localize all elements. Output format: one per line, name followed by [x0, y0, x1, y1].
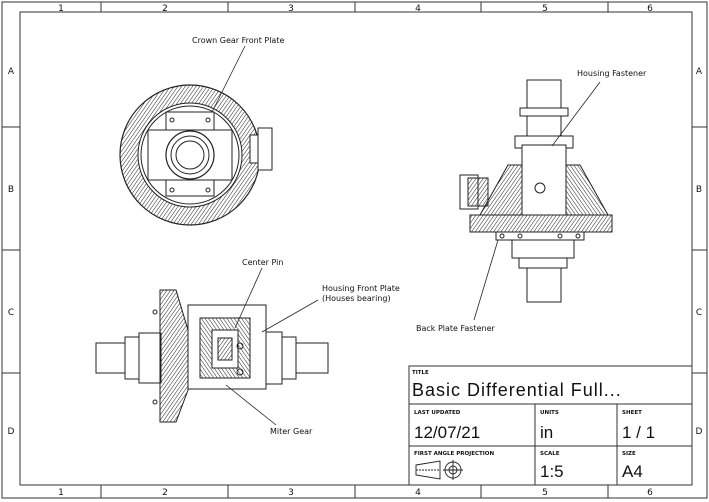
scale-value: 1:5	[540, 462, 564, 481]
row-label: B	[8, 185, 14, 195]
col-label: 5	[542, 4, 548, 14]
col-label: 6	[647, 488, 653, 498]
row-label: C	[8, 308, 14, 318]
col-label: 4	[415, 488, 421, 498]
callout-housing-fastener: Housing Fastener	[577, 69, 647, 78]
title-block	[408, 365, 693, 486]
col-label: 2	[162, 4, 168, 14]
col-label: 3	[288, 4, 294, 14]
side-view	[459, 79, 613, 303]
units-label: UNITS	[540, 410, 559, 416]
callout-miter-gear: Miter Gear	[270, 427, 313, 436]
callout-housing-front-plate: Housing Front Plate	[322, 284, 400, 293]
row-label: B	[696, 185, 702, 195]
column-labels-top: 1 2 3 4 5 6	[58, 4, 653, 14]
column-labels-bottom: 1 2 3 4 5 6	[58, 488, 653, 498]
drawing-title: Basic Differential Full...	[412, 380, 622, 400]
sheet-value: 1 / 1	[622, 423, 655, 442]
projection-label: FIRST ANGLE PROJECTION	[414, 451, 494, 457]
inner-border	[19, 11, 693, 486]
leader-lines	[211, 45, 601, 426]
callout-back-plate-fastener: Back Plate Fastener	[416, 324, 496, 333]
first-angle-projection-icon	[415, 460, 463, 480]
scale-label: SCALE	[540, 451, 560, 457]
size-value: A4	[622, 462, 643, 481]
col-label: 2	[162, 488, 168, 498]
row-label: A	[696, 67, 703, 77]
front-view	[119, 84, 273, 226]
row-label: D	[696, 427, 703, 437]
col-label: 6	[647, 4, 653, 14]
row-labels-left: A B C D	[8, 67, 15, 437]
last-updated-label: LAST UPDATED	[414, 410, 461, 416]
row-label: D	[8, 427, 15, 437]
units-value: in	[540, 423, 553, 442]
callout-housing-front-plate-note: (Houses bearing)	[322, 294, 391, 303]
callout-center-pin: Center Pin	[242, 258, 283, 267]
size-label: SIZE	[622, 451, 636, 457]
col-label: 1	[58, 4, 64, 14]
col-label: 3	[288, 488, 294, 498]
section-view	[95, 289, 329, 423]
title-label: TITLE	[412, 370, 429, 376]
row-labels-right: A B C D	[696, 67, 703, 437]
callout-crown-gear: Crown Gear Front Plate	[192, 36, 284, 45]
row-label: A	[8, 67, 15, 77]
last-updated-value: 12/07/21	[414, 423, 480, 442]
sheet-label: SHEET	[622, 410, 642, 416]
row-label: C	[696, 308, 702, 318]
col-label: 1	[58, 488, 64, 498]
col-label: 5	[542, 488, 548, 498]
col-label: 4	[415, 4, 421, 14]
